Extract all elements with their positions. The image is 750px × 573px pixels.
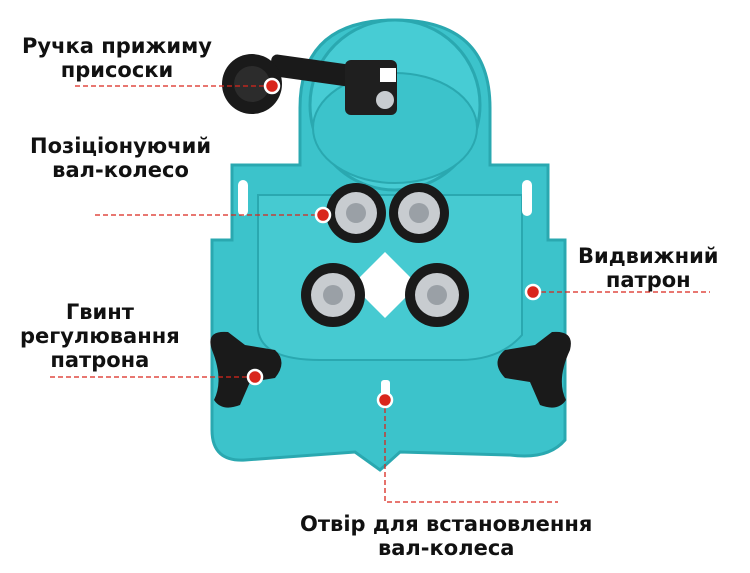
adjust-knob-right <box>497 331 571 408</box>
callout-dot <box>314 206 332 224</box>
callout-dot <box>246 368 264 386</box>
callout-dot <box>376 391 394 409</box>
adjust-knob-left <box>210 331 282 408</box>
slot-right <box>522 180 532 216</box>
bearing-wheel <box>389 183 449 243</box>
label-sliding-chuck: Видвижний патрон <box>578 244 719 292</box>
bearing-wheel <box>301 263 365 327</box>
label-wheel-hole: Отвір для встановлення вал-колеса <box>300 512 593 560</box>
bearing-wheel <box>326 183 386 243</box>
label-suction-handle: Ручка прижиму присоски <box>22 34 212 82</box>
label-positioning-wheel: Позіціонуючий вал-колесо <box>30 134 212 182</box>
label-chuck-screw: Гвинт регулювання патрона <box>20 300 180 372</box>
callout-dot <box>524 283 542 301</box>
callout-dot <box>263 77 281 95</box>
bearing-wheel <box>405 263 469 327</box>
callout-line-hole <box>384 400 558 503</box>
center-opening <box>352 252 418 318</box>
slot-left <box>238 180 248 216</box>
handle-bolt <box>376 91 394 109</box>
